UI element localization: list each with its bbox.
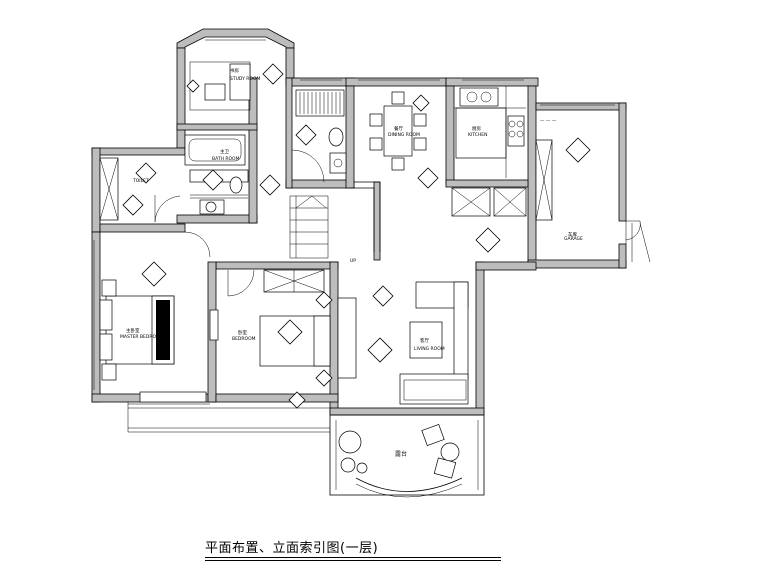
- study-room: 书房 STUDY ROOM: [186, 61, 284, 111]
- garage-right-wall: [618, 102, 627, 222]
- dining-room: 餐厅 DINING ROOM: [369, 91, 439, 189]
- stair-right-wall: [373, 181, 381, 261]
- dining-sublabel: DINING ROOM: [388, 132, 420, 138]
- living-bottom-wall: [329, 407, 485, 416]
- living-step-top: [475, 261, 537, 271]
- dining-label: 餐厅: [394, 125, 403, 132]
- toilet-bottom-wall: [285, 179, 355, 189]
- master-bedroom: 主卧室 MASTER BEDROOM: [99, 261, 219, 403]
- living-room: 客厅 LIVING ROOM: [337, 227, 501, 405]
- top-wall-mid: [285, 77, 355, 87]
- garage-label: 车库: [568, 231, 577, 238]
- kitchen-label: 厨房: [472, 125, 481, 132]
- top-wall-kitchen: [445, 77, 539, 87]
- kitchen-right-wall: [527, 85, 537, 263]
- bath1-label: 主卫: [220, 148, 229, 155]
- window-lines: [93, 39, 615, 433]
- vent-grille: [299, 92, 341, 114]
- kitchen-room: 厨房 KITCHEN: [451, 86, 527, 217]
- bath2-sublabel: TOILET: [132, 178, 149, 184]
- bath-bottom-wall: [176, 214, 258, 224]
- kitchen-bottom-wall: [445, 179, 529, 188]
- garage-top-wall: [535, 102, 627, 111]
- left-outer-wall-b: [91, 231, 101, 403]
- toilet-right-wall: [345, 85, 355, 189]
- bath1-sublabel: BATH ROOM: [212, 156, 240, 162]
- terrace-label: 露台: [395, 450, 407, 458]
- garage-room: 车库 GARAGE — — —: [535, 119, 651, 263]
- stairs: UP: [289, 181, 381, 264]
- top-wall-dining: [345, 77, 447, 87]
- master-bed-sublabel: MASTER BEDROOM: [120, 334, 164, 340]
- walls: [91, 28, 627, 416]
- caption-underline-thin: [205, 560, 501, 561]
- bedroom-top-wall: [99, 223, 186, 233]
- bath-right-wall: [248, 77, 258, 224]
- living-step-wall: [475, 261, 485, 415]
- garage-right-lower: [618, 243, 627, 269]
- toilet-room: [291, 89, 347, 183]
- bed-blanket-stripe: [156, 300, 170, 360]
- garage-sublabel: GARAGE: [564, 236, 583, 242]
- study-bay-wall: [176, 28, 295, 49]
- master-bed-label: 主卧室: [126, 327, 140, 334]
- left-bath: TOILET: [99, 157, 211, 258]
- kitchen-left-wall: [445, 85, 455, 185]
- caption-underline-thick: [205, 557, 501, 558]
- garage-bottom-wall: [527, 259, 627, 269]
- bedroom2-bottom-wall: [215, 393, 339, 403]
- living-sublabel: LIVING ROOM: [414, 346, 445, 352]
- plan-caption: 平面布置、立面索引图(一层): [205, 541, 379, 556]
- garage-note: — — —: [540, 119, 557, 124]
- bedroom2-right-wall: [329, 261, 339, 415]
- left-outer-wall-a: [91, 147, 101, 233]
- terrace-area: 露台: [329, 414, 485, 498]
- bedroom2-top-wall: [215, 261, 339, 270]
- kitchen-sublabel: KITCHEN: [468, 132, 488, 138]
- left-top-wall: [91, 147, 186, 156]
- bedroom-sublabel: BEDROOM: [232, 336, 256, 342]
- study-sublabel: STUDY ROOM: [230, 76, 261, 82]
- bedroom-label: 卧室: [238, 329, 247, 336]
- stair-up-label: UP: [350, 258, 356, 264]
- bath-mid-wall: [176, 123, 258, 131]
- study-label: 书房: [230, 67, 239, 74]
- study-right-wall: [285, 47, 295, 79]
- study-left-wall: [176, 47, 186, 149]
- main-bath: 主卫 BATH ROOM: [184, 134, 281, 215]
- living-label: 客厅: [420, 337, 429, 344]
- toilet-left-wall: [285, 77, 293, 189]
